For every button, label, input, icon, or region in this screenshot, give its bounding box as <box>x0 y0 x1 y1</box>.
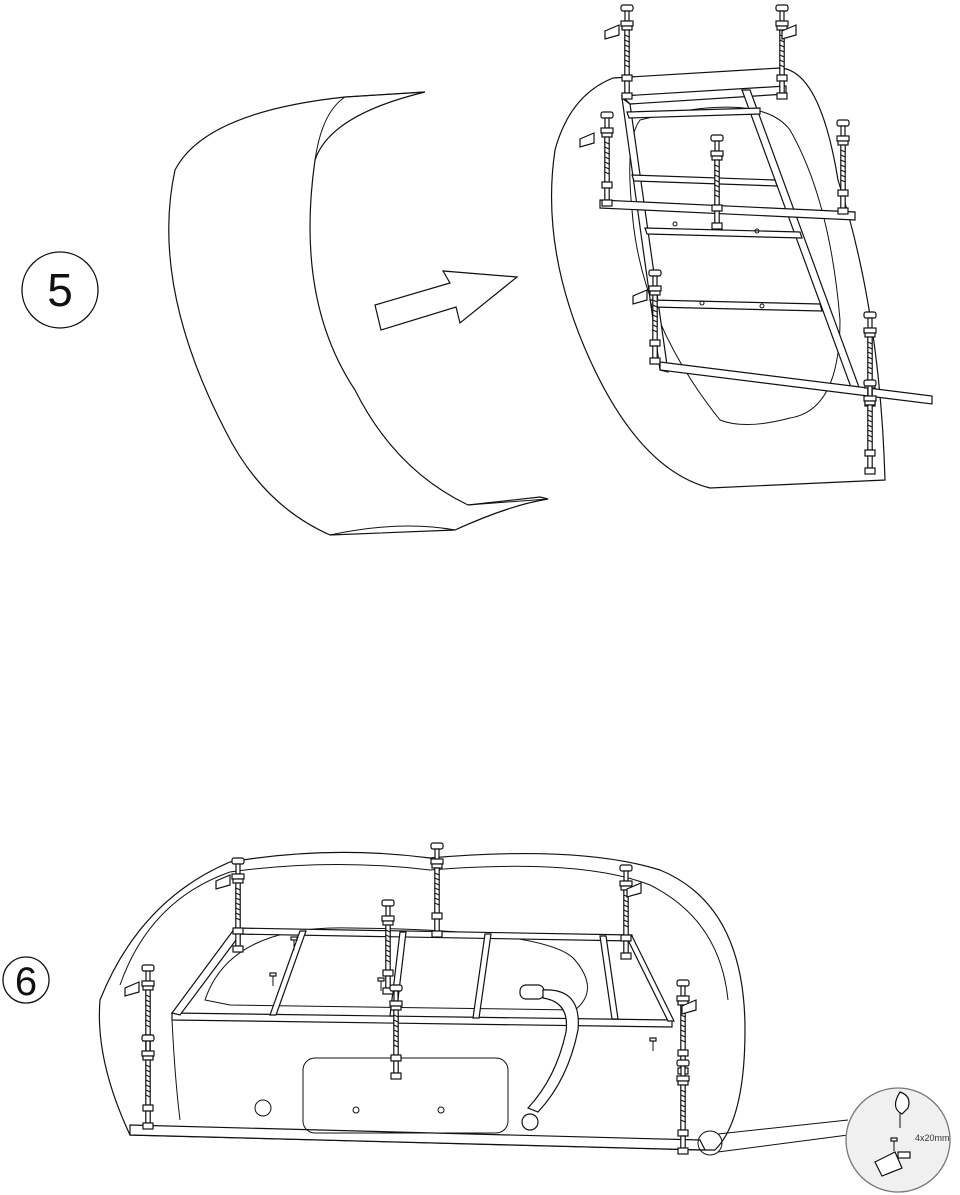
step-5-label: 5 <box>47 264 73 316</box>
step-5-number-badge: 5 <box>21 251 99 329</box>
step-6-number-badge: 6 <box>2 956 50 1004</box>
drain-fitting <box>519 984 545 1000</box>
install-direction-arrow <box>374 270 519 331</box>
step-5-circle <box>21 251 99 329</box>
bathtub-assembled-view <box>98 851 746 1151</box>
screw-size-label: 4x20mm <box>915 1133 950 1143</box>
step-6: 6 <box>2 842 951 1193</box>
step-5: 5 <box>21 4 933 536</box>
screw-detail-callout: 4x20mm <box>697 1087 951 1193</box>
drain-hose <box>526 989 579 1113</box>
bathtub-underside-view <box>551 67 933 489</box>
mounting-bracket <box>604 24 620 40</box>
front-apron-panel <box>168 91 549 536</box>
step-6-circle <box>2 956 50 1004</box>
step-6-label: 6 <box>15 960 37 1004</box>
